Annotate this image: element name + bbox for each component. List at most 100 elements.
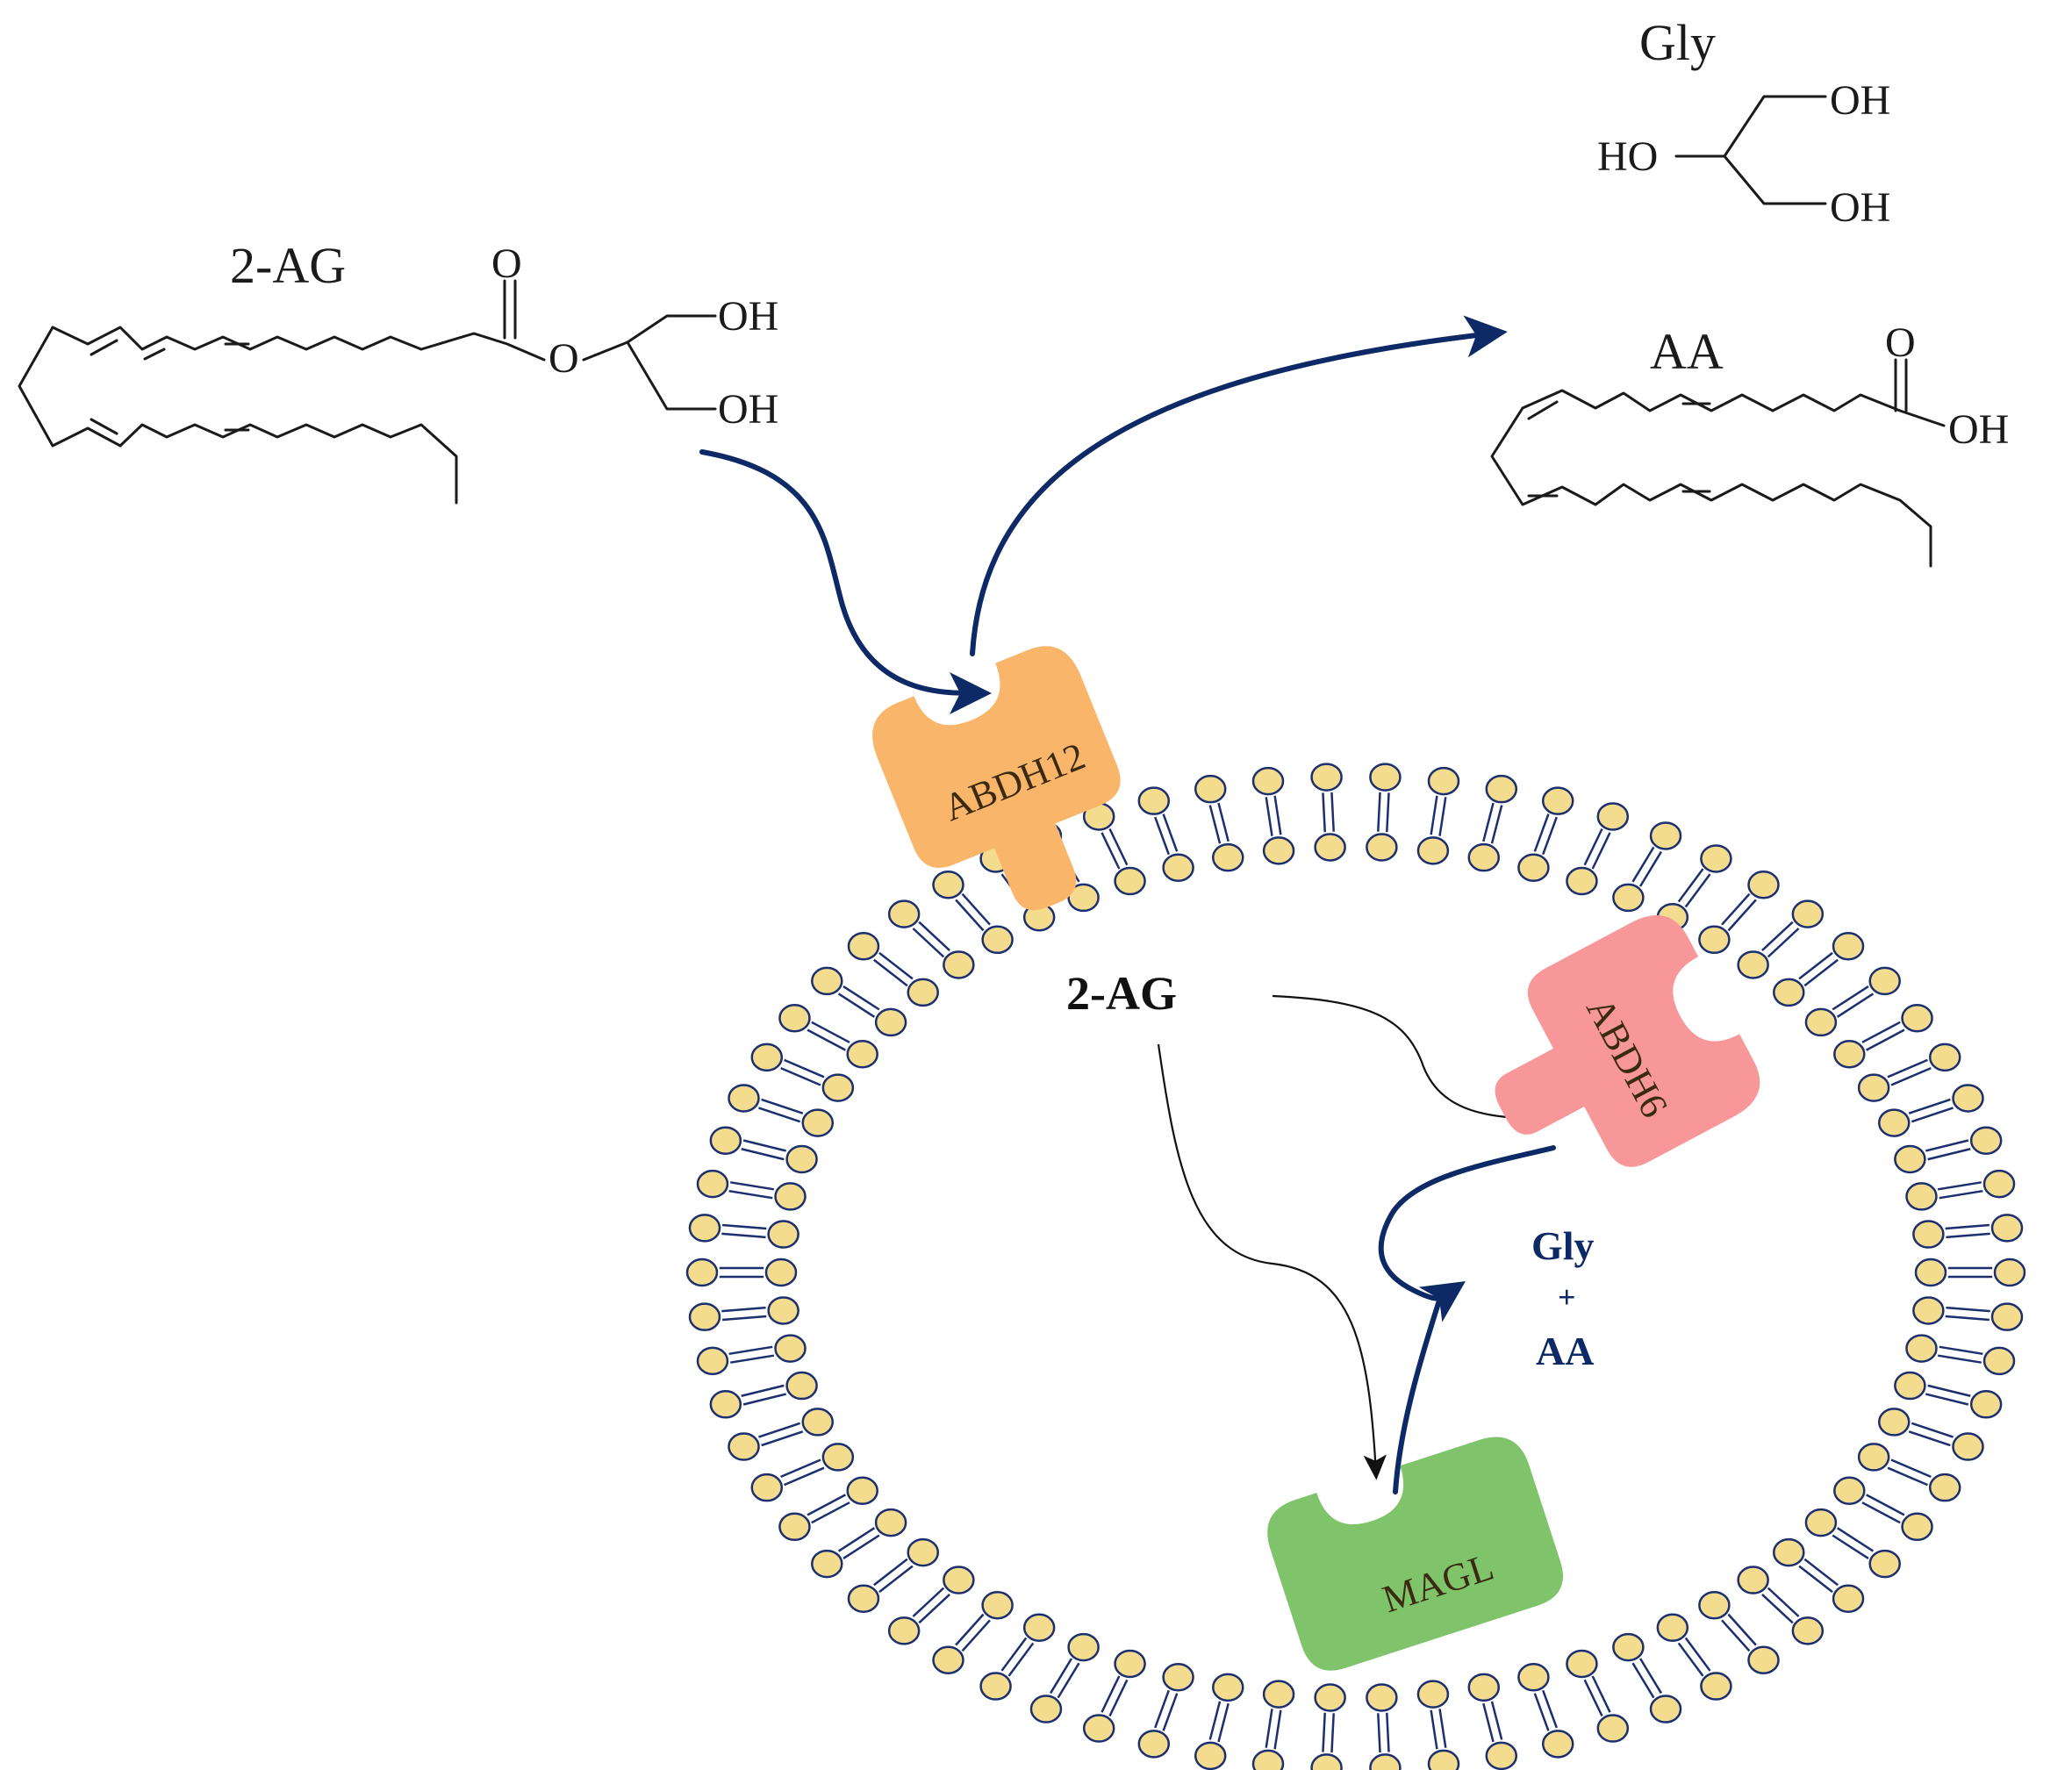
lipid-tail	[1208, 805, 1222, 844]
lipid-tail	[1684, 1637, 1711, 1672]
lipid-tail	[1939, 1189, 1983, 1200]
lipid-tail	[878, 951, 914, 980]
lipid-head	[1928, 1473, 1961, 1502]
lipid-tail	[1007, 1642, 1035, 1677]
lipid-head	[1833, 1039, 1866, 1069]
lipid-head	[1993, 1258, 2026, 1287]
lipid-head	[1612, 883, 1645, 913]
lipid-head	[774, 1182, 807, 1211]
lipid-head	[1114, 866, 1146, 896]
lipid-head	[907, 1537, 939, 1567]
lipid-tail	[1162, 813, 1179, 852]
lipid-head	[874, 1007, 907, 1037]
lipid-tail	[1721, 1619, 1751, 1652]
gly-oh-2: OH	[1830, 184, 1890, 231]
arrow-2ag-to-abdh6	[1272, 994, 1559, 1131]
aa-title: AA	[1650, 323, 1724, 380]
arachidonic-acid-molecule: AA O OH	[1490, 319, 2009, 568]
lipid-tail	[722, 1223, 767, 1230]
lipid-tail	[1533, 813, 1550, 852]
arrow-abdh12-to-products	[970, 315, 1508, 656]
lipid-head	[887, 899, 921, 928]
lipid-head	[821, 1073, 855, 1102]
lipid-tail	[1927, 1148, 1971, 1161]
lipid-tail	[741, 1148, 785, 1161]
lipid-head	[1877, 1108, 1911, 1137]
lipid-tail	[780, 1066, 821, 1086]
lipid-head	[1427, 766, 1460, 796]
lipid-tail	[1273, 1709, 1282, 1750]
lipid-head	[1541, 786, 1574, 815]
lipid-head	[1833, 1476, 1866, 1506]
lipid-head	[1952, 1084, 1984, 1113]
lipid-head	[1314, 1683, 1346, 1712]
lipid-tail	[1946, 1232, 1990, 1239]
lipid-head	[1747, 1645, 1780, 1674]
lipid-tail	[1322, 1712, 1326, 1752]
two-ag-oh-2: OH	[718, 386, 778, 433]
lipid-head	[1369, 763, 1402, 792]
lipid-tail	[837, 992, 876, 1018]
lipid-tail	[1727, 899, 1757, 932]
lipid-tail	[1430, 1709, 1438, 1750]
lipid-tail	[1273, 795, 1282, 835]
products-gly: Gly	[1531, 1223, 1595, 1268]
lipid-head	[1211, 842, 1244, 872]
lipid-tail	[1836, 992, 1875, 1018]
lipid-head	[1982, 1346, 2016, 1376]
lipid-tail	[780, 1458, 821, 1479]
lipid-tail	[1322, 792, 1326, 833]
lipid-tail	[1583, 828, 1603, 866]
lipid-tail	[721, 1306, 766, 1313]
lipid-head	[1832, 932, 1865, 961]
lipid-tail	[1631, 846, 1655, 883]
lipid-head	[785, 1144, 818, 1174]
lipid-head	[874, 1508, 907, 1537]
lipid-head	[1251, 766, 1285, 796]
lipid-head	[774, 1334, 807, 1363]
lipid-tail	[1377, 1713, 1381, 1753]
lipid-head	[1427, 1749, 1460, 1770]
lipid-tail	[1677, 1642, 1704, 1677]
lipid-tail	[1386, 792, 1390, 833]
lipid-tail	[730, 1354, 775, 1364]
lipid-tail	[1386, 1712, 1390, 1752]
lipid-head	[1314, 833, 1346, 862]
lipid-tail	[912, 928, 945, 958]
lipid-tail	[1154, 816, 1170, 856]
lipid-tail	[728, 1189, 773, 1200]
lipid-tail	[1057, 1662, 1080, 1699]
lipid-tail	[873, 1558, 908, 1587]
two-ag-title: 2-AG	[230, 237, 346, 294]
lipid-head	[1969, 1126, 2003, 1155]
lipid-head	[688, 1214, 721, 1243]
lipid-tail	[1108, 828, 1129, 866]
products-plus: +	[1558, 1279, 1576, 1315]
lipid-tail	[1631, 1662, 1655, 1699]
lipid-tail	[1927, 1384, 1971, 1397]
magl-enzyme: MAGL	[1267, 1437, 1563, 1671]
lipid-tail	[873, 958, 908, 987]
lipid-head	[1737, 1566, 1769, 1594]
lipid-tail	[1761, 921, 1794, 951]
lipid-tail	[1217, 802, 1230, 842]
lipid-tail	[742, 1139, 787, 1152]
lipid-tail	[1208, 1701, 1222, 1740]
lipid-tail	[1490, 1701, 1503, 1740]
gly-ho: HO	[1597, 133, 1658, 180]
two-ag-oh-1: OH	[718, 293, 778, 340]
lipid-head	[1067, 1632, 1100, 1662]
lipid-head	[1517, 853, 1550, 882]
lipid-tail	[1542, 816, 1558, 856]
lipid-head	[1952, 1432, 1984, 1461]
lipid-tail	[1767, 928, 1800, 958]
lipid-tail	[1721, 892, 1751, 926]
lipid-tail	[955, 899, 985, 932]
lipid-tail	[758, 1107, 801, 1123]
lipid-tail	[1217, 1702, 1230, 1743]
lipid-head	[696, 1169, 729, 1199]
lipid-head	[1262, 1680, 1295, 1709]
lipid-head	[1649, 821, 1682, 850]
lipid-head	[1596, 802, 1630, 831]
lipid-tail	[1767, 1587, 1800, 1617]
